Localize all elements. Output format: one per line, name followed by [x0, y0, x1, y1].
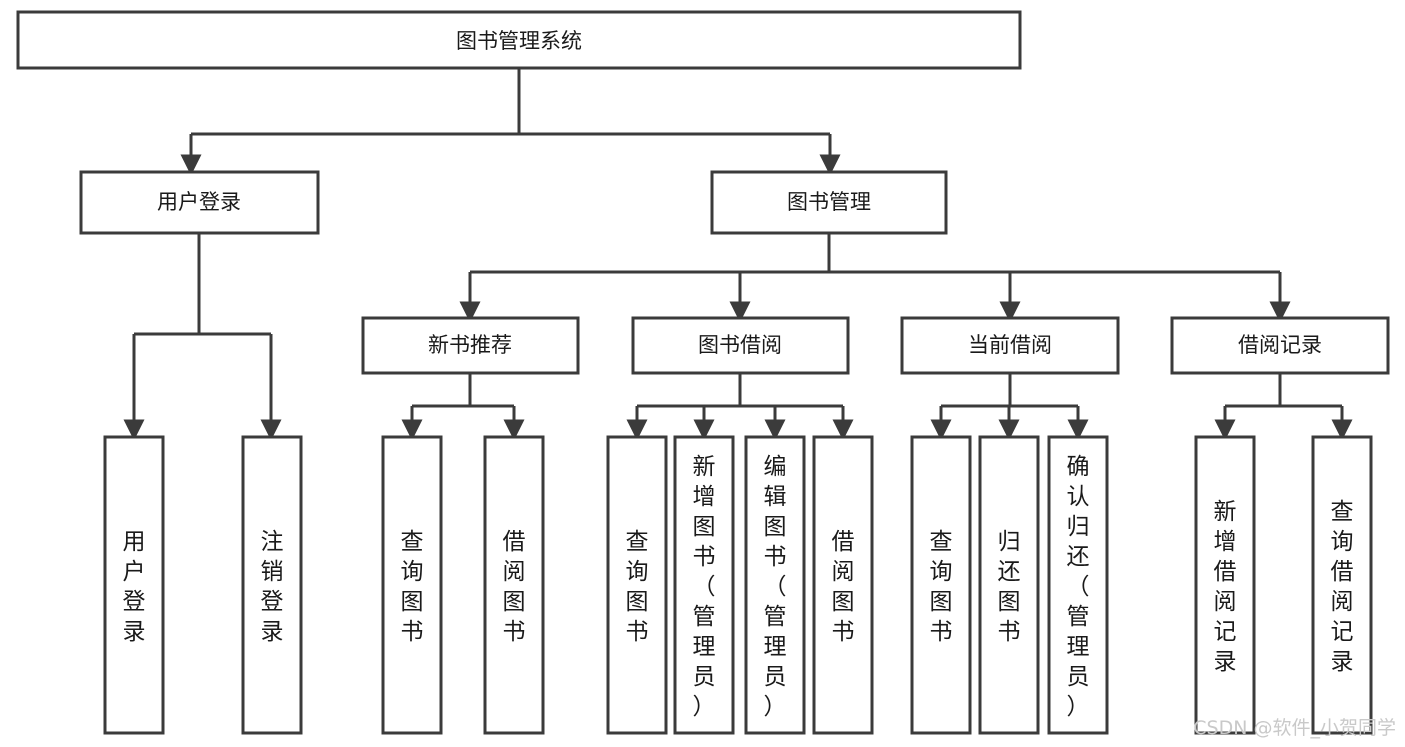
leaf-node-return-book-label: 归还图书	[998, 529, 1021, 645]
node-book-borrow-box[interactable]	[631, 316, 850, 375]
leaf-node-borrow-book-1-box[interactable]	[483, 435, 545, 735]
leaf-node-return-book[interactable]: 归还图书	[978, 435, 1040, 735]
node-current-borrow-label: 当前借阅	[968, 333, 1052, 357]
leaf-node-user-login-box[interactable]	[103, 435, 165, 735]
leaf-node-query-record-label: 查询借阅记录	[1331, 499, 1354, 675]
node-borrow-record-label: 借阅记录	[1238, 333, 1322, 357]
leaf-node-query-book-1-box[interactable]	[381, 435, 443, 735]
leaf-node-borrow-book-2[interactable]: 借阅图书	[812, 435, 874, 735]
leaf-node-add-book[interactable]: 新增图书（管理员）	[673, 435, 735, 735]
leaf-node-borrow-book-2-box[interactable]	[812, 435, 874, 735]
leaf-node-query-book-3[interactable]: 查询图书	[910, 435, 972, 735]
leaf-node-add-book-label: 新增图书（管理员）	[693, 454, 716, 720]
node-user-login-box[interactable]	[79, 170, 320, 235]
leaf-node-edit-book-label: 编辑图书（管理员）	[764, 454, 787, 720]
node-book-management[interactable]: 图书管理	[710, 170, 948, 235]
node-current-borrow-box[interactable]	[900, 316, 1120, 375]
node-book-management-box[interactable]	[710, 170, 948, 235]
connector-group-root	[180, 68, 841, 176]
node-system-title-label: 图书管理系统	[456, 29, 582, 53]
leaf-node-query-book-2-box[interactable]	[606, 435, 668, 735]
leaf-node-user-login[interactable]: 用户登录	[103, 435, 165, 735]
leaf-node-query-book-2-label: 查询图书	[626, 529, 649, 645]
connector-group-current-borrow	[930, 373, 1089, 441]
leaf-node-logout-login-label: 注销登录	[261, 529, 284, 645]
leaf-node-edit-book-box[interactable]	[744, 435, 806, 735]
leaf-node-query-book-2[interactable]: 查询图书	[606, 435, 668, 735]
leaf-node-query-book-1[interactable]: 查询图书	[381, 435, 443, 735]
node-new-book-recommend[interactable]: 新书推荐	[361, 316, 580, 375]
node-user-login-label: 用户登录	[157, 190, 241, 214]
leaf-node-query-record[interactable]: 查询借阅记录	[1311, 435, 1373, 735]
leaf-node-add-record-label: 新增借阅记录	[1214, 499, 1237, 675]
leaf-node-add-record[interactable]: 新增借阅记录	[1194, 435, 1256, 735]
node-current-borrow[interactable]: 当前借阅	[900, 316, 1120, 375]
leaf-node-borrow-book-1-label: 借阅图书	[503, 529, 526, 645]
csdn-watermark: CSDN @软件_小贺同学	[1193, 717, 1396, 739]
connector-group-book-management	[459, 233, 1291, 323]
node-new-book-recommend-box[interactable]	[361, 316, 580, 375]
leaf-node-logout-login[interactable]: 注销登录	[241, 435, 303, 735]
connector-group-new-book-recommend	[401, 373, 525, 441]
leaf-node-add-book-box[interactable]	[673, 435, 735, 735]
connector-group-book-borrow	[626, 373, 854, 441]
leaf-node-confirm-return[interactable]: 确认归还（管理员）	[1047, 435, 1109, 735]
leaf-node-query-book-1-label: 查询图书	[401, 529, 424, 645]
connector-group-borrow-record	[1214, 373, 1353, 441]
leaf-node-confirm-return-box[interactable]	[1047, 435, 1109, 735]
leaf-node-logout-login-box[interactable]	[241, 435, 303, 735]
node-book-management-label: 图书管理	[787, 190, 871, 214]
leaf-node-return-book-box[interactable]	[978, 435, 1040, 735]
leaf-node-confirm-return-label: 确认归还（管理员）	[1067, 454, 1090, 720]
leaf-node-query-book-3-label: 查询图书	[930, 529, 953, 645]
node-new-book-recommend-label: 新书推荐	[428, 333, 512, 357]
node-system-title-box[interactable]	[16, 10, 1022, 70]
node-system-title[interactable]: 图书管理系统	[16, 10, 1022, 70]
leaf-node-borrow-book-1[interactable]: 借阅图书	[483, 435, 545, 735]
leaf-node-user-login-label: 用户登录	[123, 529, 146, 645]
leaf-node-query-book-3-box[interactable]	[910, 435, 972, 735]
node-borrow-record-box[interactable]	[1170, 316, 1390, 375]
node-book-borrow-label: 图书借阅	[698, 333, 782, 357]
leaf-node-add-record-box[interactable]	[1194, 435, 1256, 735]
leaf-node-borrow-book-2-label: 借阅图书	[832, 529, 855, 645]
leaf-node-query-record-box[interactable]	[1311, 435, 1373, 735]
leaf-node-edit-book[interactable]: 编辑图书（管理员）	[744, 435, 806, 735]
node-borrow-record[interactable]: 借阅记录	[1170, 316, 1390, 375]
node-user-login[interactable]: 用户登录	[79, 170, 320, 235]
node-book-borrow[interactable]: 图书借阅	[631, 316, 850, 375]
connector-group-user-login	[123, 233, 282, 441]
